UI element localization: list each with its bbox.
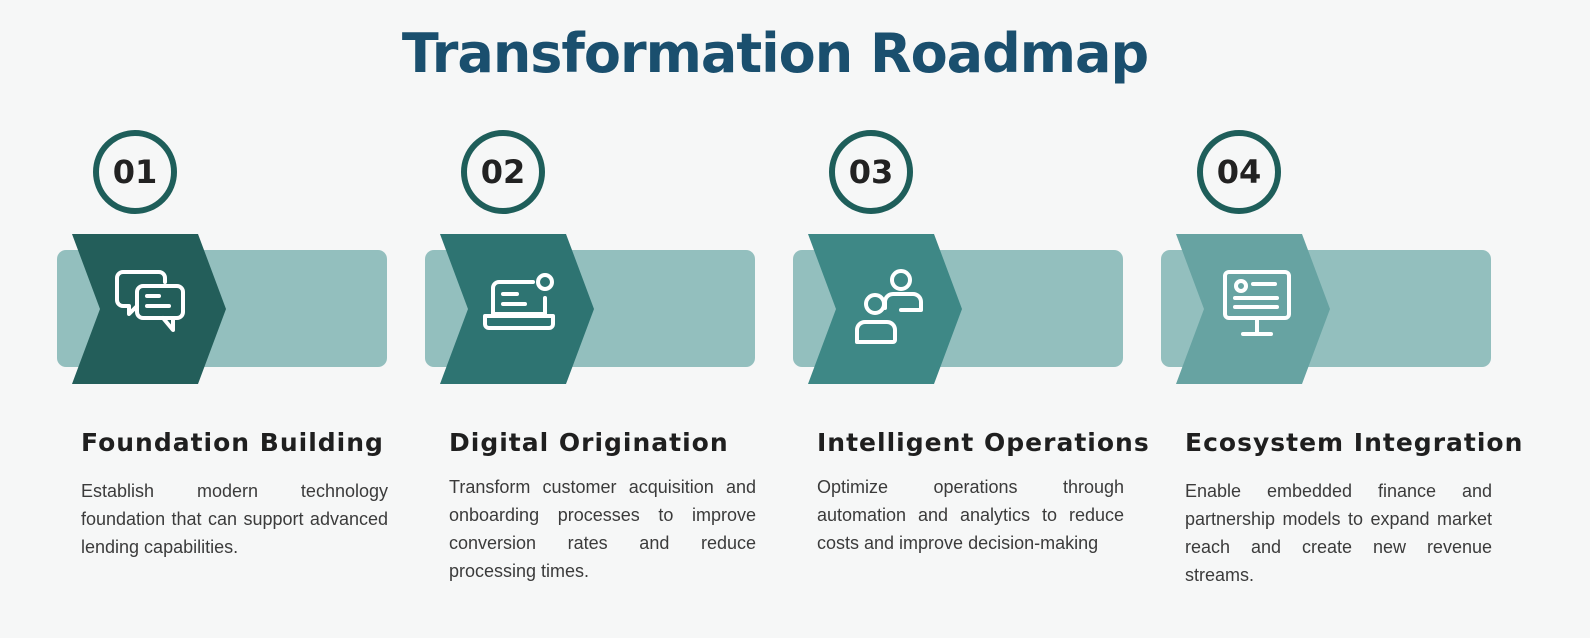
roadmap-step-1: 01 Foundation Building Establish modern … [57, 0, 397, 638]
step-description: Optimize operations through automation a… [817, 477, 1124, 553]
step-number-badge: 04 [1197, 130, 1281, 214]
roadmap-step-4: 04 Ecosystem Integration Enable embedded… [1161, 0, 1522, 638]
step-chevron [440, 234, 594, 384]
step-title: Intelligent Operations [817, 428, 1150, 457]
step-number-badge: 01 [93, 130, 177, 214]
roadmap-step-2: 02 Digital Origination Transform custome… [425, 0, 765, 638]
step-description: Establish modern technology foundation t… [81, 481, 388, 557]
step-title: Digital Origination [449, 428, 729, 457]
step-description: Enable embedded finance and partnership … [1185, 481, 1492, 585]
step-description: Transform customer acquisition and onboa… [449, 477, 756, 581]
roadmap-step-3: 03 Intelligent Operations Optimize opera… [793, 0, 1149, 638]
step-number-badge: 02 [461, 130, 545, 214]
step-title: Foundation Building [81, 428, 384, 457]
laptop-user-icon [483, 273, 555, 330]
monitor-icon [1223, 270, 1291, 336]
step-chevron [72, 234, 226, 384]
users-icon [855, 269, 923, 344]
chat-bubbles-icon [115, 270, 185, 332]
step-number-badge: 03 [829, 130, 913, 214]
page-title: Transformation Roadmap [401, 22, 1149, 85]
step-title: Ecosystem Integration [1185, 428, 1524, 457]
